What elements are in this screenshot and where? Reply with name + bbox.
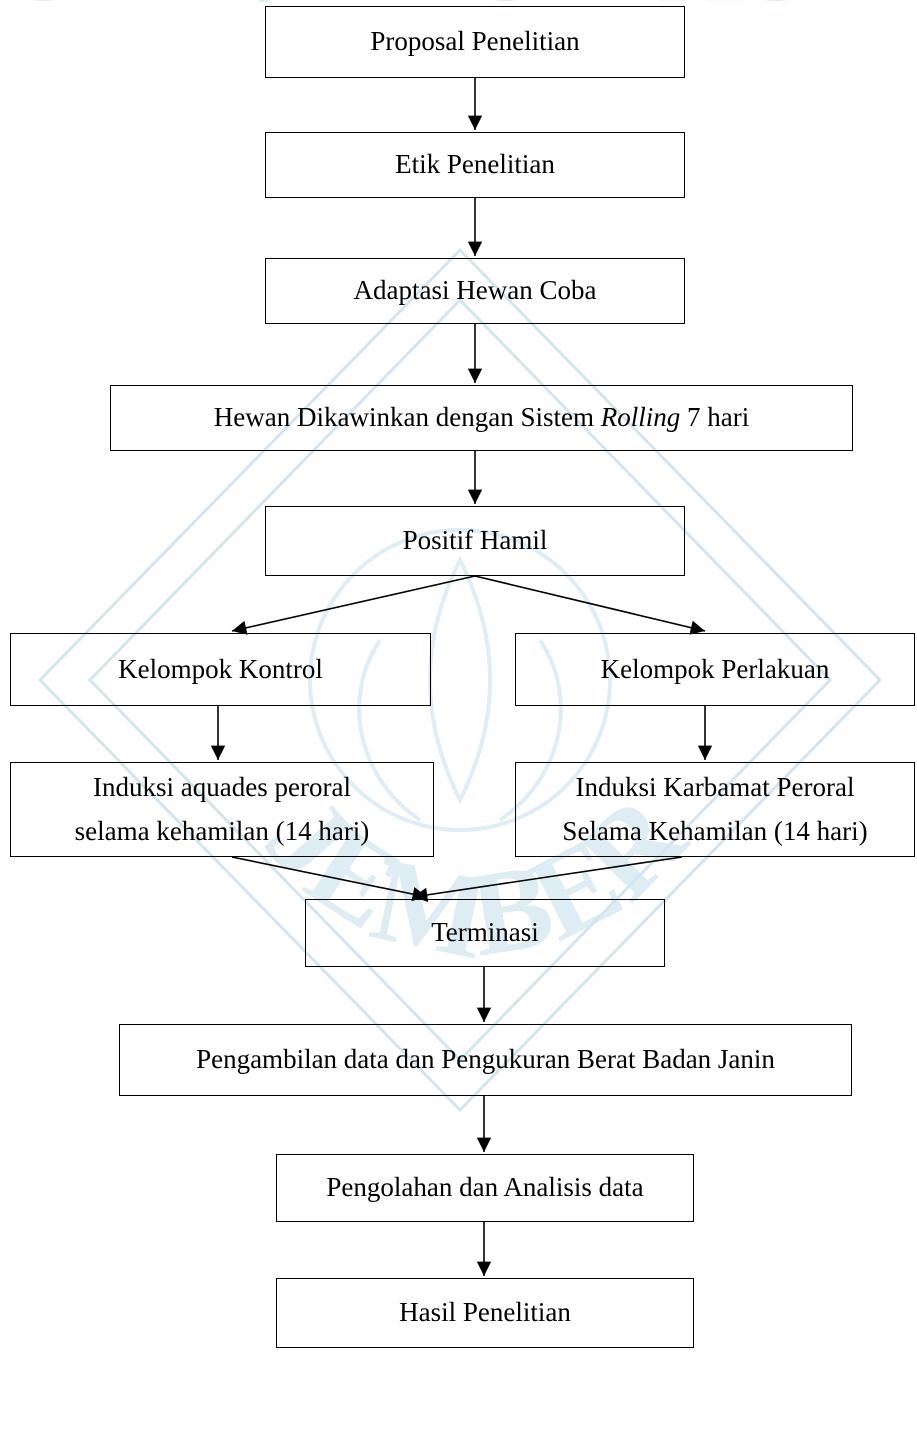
step-induksi-kontrol-line2: selama kehamilan (14 hari) [74,815,370,846]
step-proposal: Proposal Penelitian [265,6,685,78]
step-kontrol: Kelompok Kontrol [10,633,431,706]
step-terminasi-label: Terminasi [431,917,539,948]
step-pengolahan-label: Pengolahan dan Analisis data [326,1172,644,1203]
step-perlakuan: Kelompok Perlakuan [515,633,915,706]
watermark-text-top: UNIVERSITAS [0,0,811,26]
step-hamil-label: Positif Hamil [402,525,548,556]
step-terminasi: Terminasi [305,899,665,967]
step-proposal-label: Proposal Penelitian [370,26,580,57]
step-hamil: Positif Hamil [265,506,685,576]
step-pengambilan-label: Pengambilan data dan Pengukuran Berat Ba… [196,1044,775,1075]
step-hasil: Hasil Penelitian [276,1278,694,1348]
step-kontrol-label: Kelompok Kontrol [118,653,323,684]
step-pengambilan: Pengambilan data dan Pengukuran Berat Ba… [119,1024,852,1096]
step-etik-label: Etik Penelitian [395,149,555,180]
step-induksi-perlakuan-line2: Selama Kehamilan (14 hari) [562,815,868,846]
step-hasil-label: Hasil Penelitian [399,1297,571,1328]
arrow-hamil-perlakuan [474,575,706,635]
step-perlakuan-label: Kelompok Perlakuan [600,653,830,684]
step-induksi-kontrol: Induksi aquades peroral selama kehamilan… [10,762,434,857]
step-induksi-perlakuan: Induksi Karbamat Peroral Selama Kehamila… [515,762,915,857]
step-pengolahan: Pengolahan dan Analisis data [276,1154,694,1222]
step-kawin: Hewan Dikawinkan dengan Sistem Rolling 7… [110,385,853,451]
step-kawin-label: Hewan Dikawinkan dengan Sistem Rolling 7… [214,401,749,435]
step-induksi-kontrol-line1: Induksi aquades peroral [93,772,351,803]
arrow-induksi-kontrol-terminasi [231,856,428,902]
step-kawin-italic: Rolling [600,402,681,433]
step-kawin-suffix: 7 hari [680,402,750,433]
step-adaptasi-label: Adaptasi Hewan Coba [353,275,597,306]
step-adaptasi: Adaptasi Hewan Coba [265,258,685,324]
step-induksi-perlakuan-line1: Induksi Karbamat Peroral [575,772,855,803]
arrow-induksi-perlakuan-terminasi [412,856,683,903]
arrow-hamil-kontrol [231,575,476,635]
step-kawin-prefix: Hewan Dikawinkan dengan Sistem [213,402,601,433]
step-etik: Etik Penelitian [265,132,685,198]
